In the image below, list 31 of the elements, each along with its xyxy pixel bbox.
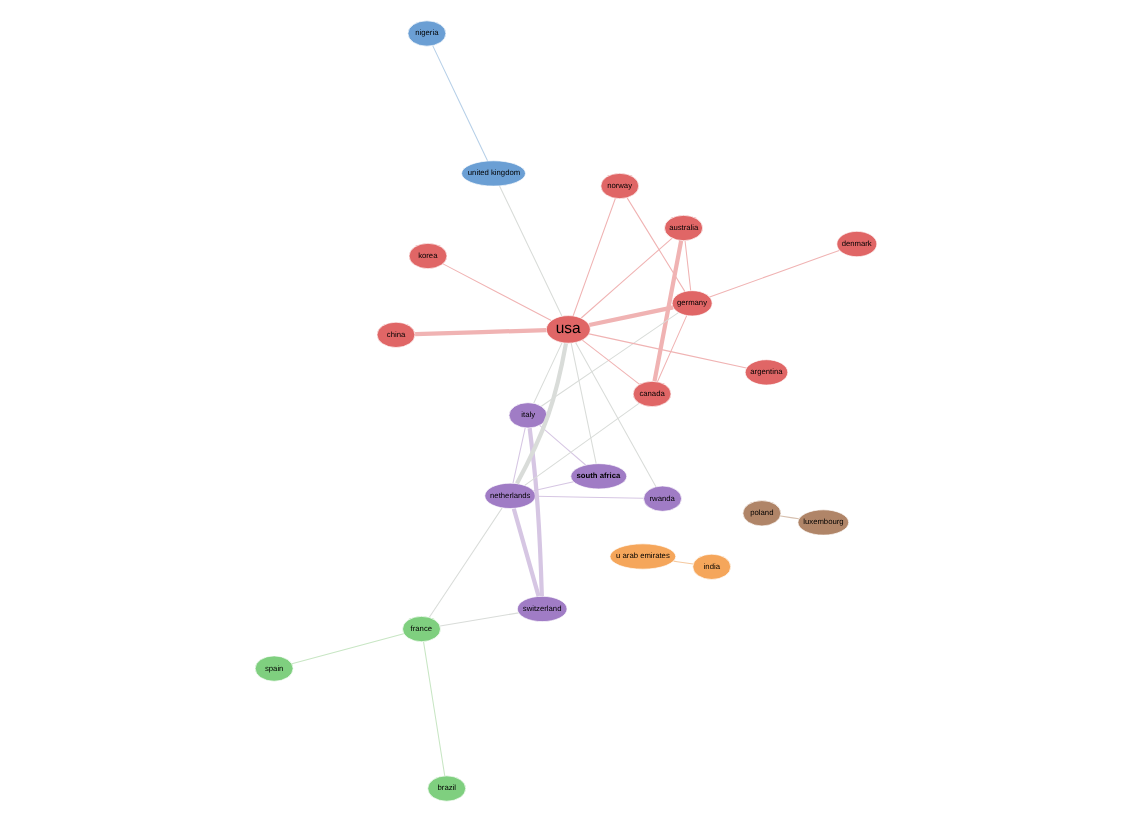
connector [533,480,575,491]
connector [572,196,616,316]
connector [588,304,674,327]
connector [524,401,640,485]
connector [533,341,563,403]
connector [428,506,503,617]
connector [539,423,587,465]
connector [432,44,489,161]
connector [780,514,800,519]
connector [626,196,686,291]
connector [535,494,644,498]
connector [499,184,563,316]
connector [575,341,657,487]
connector [581,338,641,384]
connector [588,332,747,368]
connector [684,239,692,290]
connector [512,426,526,483]
connector [423,640,446,776]
connector [515,341,569,484]
connector [439,611,520,626]
connector [291,632,405,664]
connector [527,426,544,596]
connector [442,262,552,320]
connector [652,239,684,381]
connector [673,559,694,564]
connector [511,507,541,596]
connector [580,236,673,318]
connector [570,341,597,464]
connector [709,248,840,297]
connector [415,326,547,336]
connector [656,314,688,382]
